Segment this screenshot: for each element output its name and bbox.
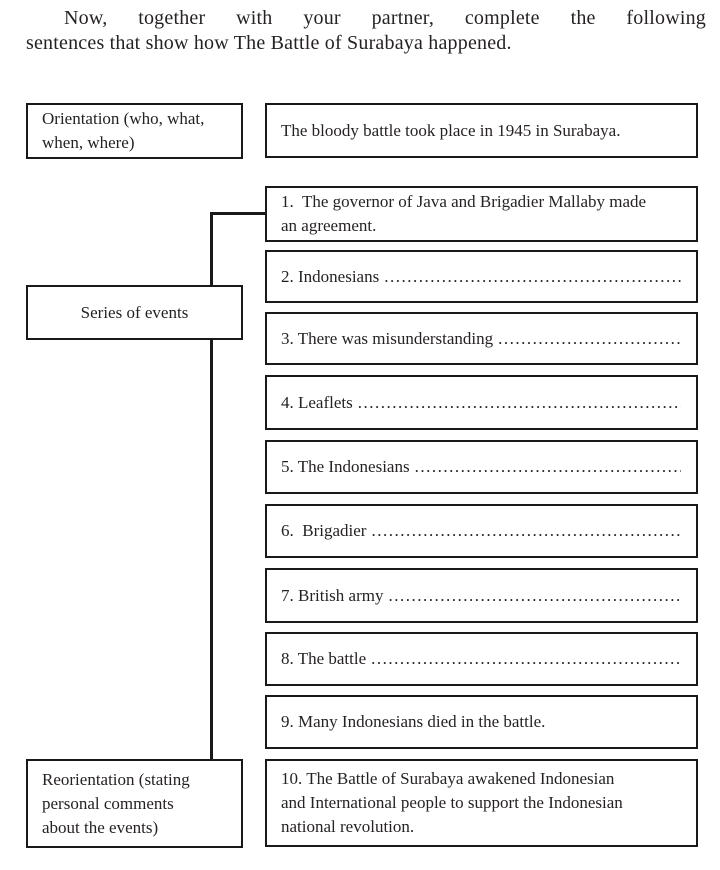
event-9-text: 9. Many Indonesians died in the battle. — [281, 712, 546, 731]
event-3-blank-line: ........................................… — [498, 328, 681, 348]
event-6-blank-line: ........................................… — [371, 521, 681, 540]
event-4-text: 4. Leaflets — [281, 392, 353, 412]
event-6-text: 6. Brigadier — [281, 521, 367, 540]
instruction-line-2: sentences that show how The Battle of Su… — [26, 32, 512, 54]
event-7-box: 7. British army ........................… — [265, 568, 698, 623]
connector-series-to-event1 — [210, 212, 265, 215]
event-7-blank-line: ........................................… — [388, 585, 681, 605]
instruction-paragraph: Now, together with your partner, complet… — [26, 6, 706, 56]
event-2-text: 2. Indonesians — [281, 266, 380, 286]
event-3-text: 3. There was misunderstanding — [281, 328, 494, 348]
event-8-row: 8. The battle ..........................… — [267, 647, 696, 671]
connector-vertical-bottom — [210, 340, 213, 759]
reorientation-sentence-text: 10. The Battle of Surabaya awakened Indo… — [281, 769, 623, 836]
event-3-box: 3. There was misunderstanding ..........… — [265, 312, 698, 365]
event-1-text: 1. The governor of Java and Brigadier Ma… — [281, 192, 647, 235]
orientation-label-text: Orientation (who, what, when, where) — [42, 109, 205, 152]
event-7-text: 7. British army — [281, 585, 384, 605]
reorientation-label-box: Reorientation (stating personal comments… — [26, 759, 243, 848]
event-8-text: 8. The battle — [281, 649, 367, 668]
event-3-row: 3. There was misunderstanding ..........… — [267, 327, 696, 351]
orientation-sentence-text: The bloody battle took place in 1945 in … — [281, 120, 621, 140]
event-5-text: 5. The Indonesians — [281, 457, 410, 476]
connector-vertical-top — [210, 212, 213, 285]
orientation-label-box: Orientation (who, what, when, where) — [26, 103, 243, 159]
event-1-box: 1. The governor of Java and Brigadier Ma… — [265, 186, 698, 242]
event-7-row: 7. British army ........................… — [267, 584, 696, 608]
event-9-box: 9. Many Indonesians died in the battle. — [265, 695, 698, 749]
event-8-blank-line: ........................................… — [371, 649, 681, 668]
event-6-row: 6. Brigadier ...........................… — [267, 519, 696, 543]
event-2-blank-line: ........................................… — [384, 266, 681, 286]
orientation-sentence-box: The bloody battle took place in 1945 in … — [265, 103, 698, 158]
event-5-row: 5. The Indonesians .....................… — [267, 455, 696, 479]
series-of-events-label-text: Series of events — [80, 302, 189, 322]
event-4-row: 4. Leaflets ............................… — [267, 391, 696, 415]
event-6-box: 6. Brigadier ...........................… — [265, 504, 698, 558]
reorientation-sentence-box: 10. The Battle of Surabaya awakened Indo… — [265, 759, 698, 847]
event-2-box: 2. Indonesians .........................… — [265, 250, 698, 303]
series-of-events-label-box: Series of events — [26, 285, 243, 340]
event-4-blank-line: ........................................… — [357, 392, 681, 412]
event-5-box: 5. The Indonesians .....................… — [265, 440, 698, 494]
event-8-box: 8. The battle ..........................… — [265, 632, 698, 686]
event-2-row: 2. Indonesians .........................… — [267, 265, 696, 289]
event-5-blank-line: ........................................… — [414, 457, 681, 476]
instruction-line-1: Now, together with your partner, complet… — [64, 7, 706, 29]
event-4-box: 4. Leaflets ............................… — [265, 375, 698, 430]
reorientation-label-text: Reorientation (stating personal comments… — [42, 769, 190, 837]
